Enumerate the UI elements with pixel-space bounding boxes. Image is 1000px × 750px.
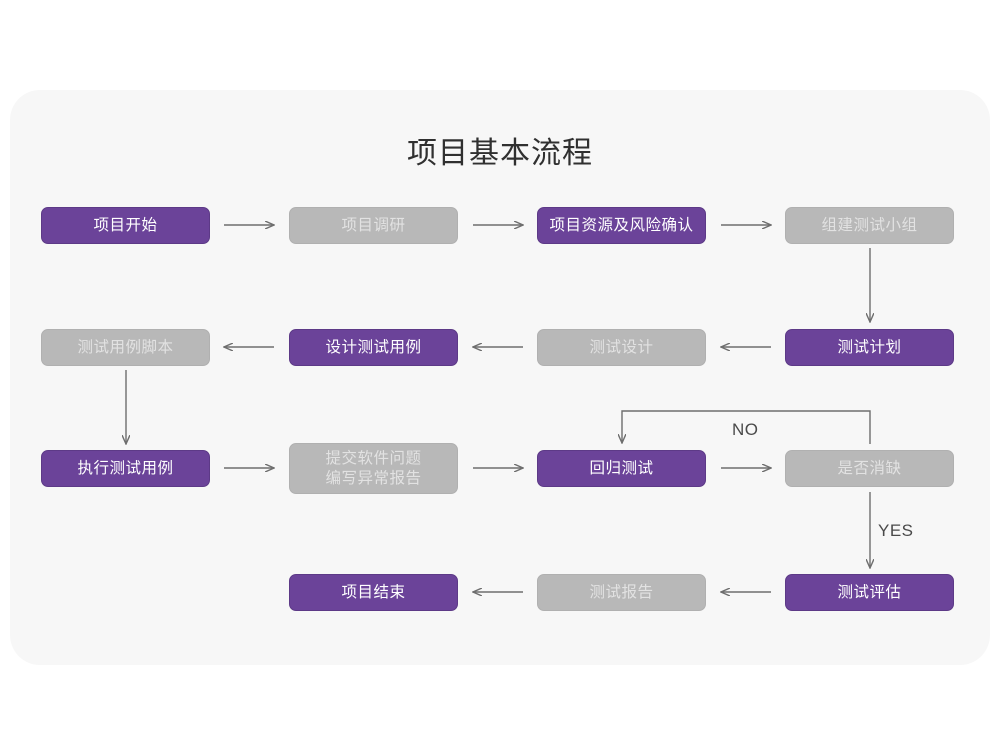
node-project-start[interactable]: 项目开始 xyxy=(41,207,210,244)
edge-label-no: NO xyxy=(732,420,759,439)
edge-label-yes: YES xyxy=(878,521,914,540)
node-design-test-case[interactable]: 设计测试用例 xyxy=(289,329,458,366)
node-defect-cleared[interactable]: 是否消缺 xyxy=(785,450,954,487)
node-test-case-script[interactable]: 测试用例脚本 xyxy=(41,329,210,366)
node-test-evaluation[interactable]: 测试评估 xyxy=(785,574,954,611)
node-project-end[interactable]: 项目结束 xyxy=(289,574,458,611)
node-resource-risk-confirm[interactable]: 项目资源及风险确认 xyxy=(537,207,706,244)
node-test-report[interactable]: 测试报告 xyxy=(537,574,706,611)
node-submit-issue-report[interactable]: 提交软件问题 编写异常报告 xyxy=(289,443,458,494)
node-test-plan[interactable]: 测试计划 xyxy=(785,329,954,366)
node-execute-test-case[interactable]: 执行测试用例 xyxy=(41,450,210,487)
flowchart-card xyxy=(10,90,990,665)
node-project-research[interactable]: 项目调研 xyxy=(289,207,458,244)
node-form-test-team[interactable]: 组建测试小组 xyxy=(785,207,954,244)
node-regression-test[interactable]: 回归测试 xyxy=(537,450,706,487)
page-title: 项目基本流程 xyxy=(407,137,593,170)
node-test-design[interactable]: 测试设计 xyxy=(537,329,706,366)
